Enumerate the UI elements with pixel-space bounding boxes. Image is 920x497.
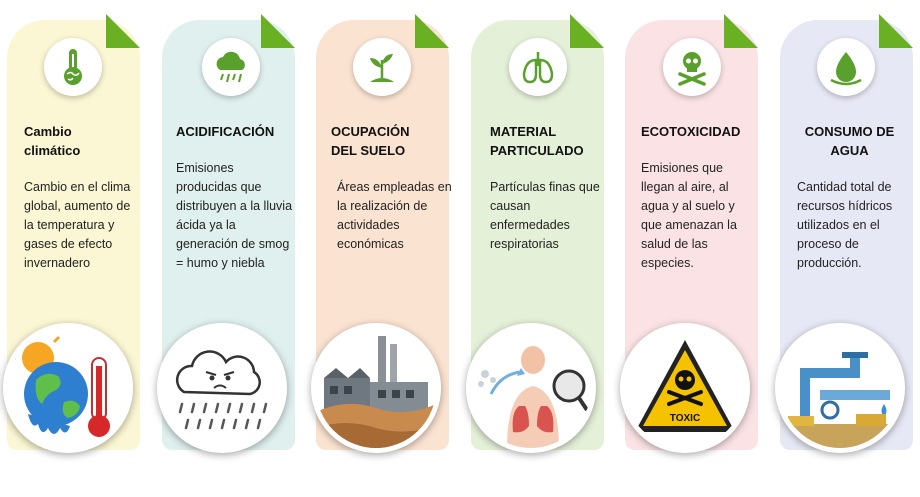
water-drop-icon [817, 38, 875, 96]
acid-rain-cloud-icon [202, 38, 260, 96]
corner-arrow-6 [879, 14, 913, 48]
card-title: CONSUMO DE AGUA [804, 124, 895, 158]
toxic-warning-sign: TOXIC [620, 323, 750, 453]
card-description: Cantidad total de recursos hídricos util… [797, 180, 893, 270]
card-description: Partículas finas que causan enfermedades… [490, 180, 600, 251]
card-description: Áreas empleadas en la realización de act… [337, 180, 452, 251]
corner-arrow-1 [106, 14, 140, 48]
card-title: ACIDIFICACIÓN [176, 124, 275, 139]
card-title: MATERIAL PARTICULADO [490, 124, 584, 158]
corner-arrow-3 [415, 14, 449, 48]
skull-crossbones-icon [663, 38, 721, 96]
factory-illustration [311, 323, 441, 453]
card-description: Emisiones producidas que distribuyen a l… [176, 161, 293, 270]
corner-arrow-4 [570, 14, 604, 48]
hot-earth-illustration [3, 323, 133, 453]
thermometer-globe-icon [44, 38, 102, 96]
human-lungs-illustration [466, 323, 596, 453]
toxic-sign-text: TOXIC [670, 413, 700, 424]
rain-cloud-illustration [157, 323, 287, 453]
lungs-icon [509, 38, 567, 96]
card-title: Cambio climático [24, 124, 81, 158]
plant-sprout-icon [353, 38, 411, 96]
card-description: Emisiones que llegan al aire, al agua y … [641, 161, 737, 270]
card-description: Cambio en el clima global, aumento de la… [24, 180, 131, 270]
card-title: ECOTOXICIDAD [641, 124, 741, 139]
water-pipes-illustration [775, 323, 905, 453]
corner-arrow-5 [724, 14, 758, 48]
card-title: OCUPACIÓN DEL SUELO [331, 124, 410, 158]
corner-arrow-2 [261, 14, 295, 48]
